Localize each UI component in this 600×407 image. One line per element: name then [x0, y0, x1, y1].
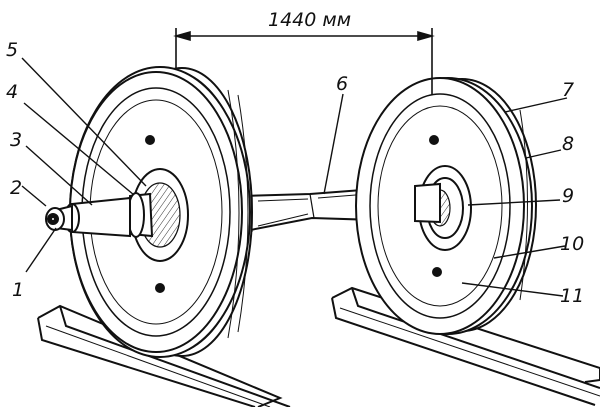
dimension-label: 1440 мм — [268, 9, 351, 31]
callout-8: 8 — [562, 133, 574, 155]
right-wheel — [355, 77, 537, 335]
leader-1 — [25, 227, 57, 273]
leader-2 — [21, 185, 47, 207]
leader-9 — [467, 199, 561, 206]
callout-2: 2 — [10, 177, 22, 199]
left-wheel-bolt-top — [145, 135, 155, 145]
leader-8 — [525, 149, 562, 159]
dimension-line — [173, 28, 435, 95]
leader-4 — [23, 102, 135, 196]
leader-6 — [323, 93, 344, 195]
callout-3: 3 — [10, 129, 22, 151]
callout-11: 11 — [560, 285, 584, 307]
left-wheel — [69, 66, 253, 358]
callout-9: 9 — [562, 185, 574, 207]
callout-4: 4 — [6, 81, 18, 103]
leader-7 — [504, 97, 568, 113]
leader-10 — [493, 245, 566, 259]
callout-10: 10 — [560, 233, 584, 255]
callout-1: 1 — [12, 279, 24, 301]
right-wheel-bolt-bottom — [432, 267, 442, 277]
leader-3 — [25, 145, 93, 206]
callout-6: 6 — [336, 73, 348, 95]
leader-5 — [21, 57, 147, 187]
callout-7: 7 — [562, 79, 574, 101]
leader-11 — [461, 282, 564, 297]
leader-lines — [21, 57, 568, 297]
right-wheel-bolt-top — [429, 135, 439, 145]
callout-5: 5 — [6, 39, 18, 61]
left-wheel-bolt-bottom — [155, 283, 165, 293]
